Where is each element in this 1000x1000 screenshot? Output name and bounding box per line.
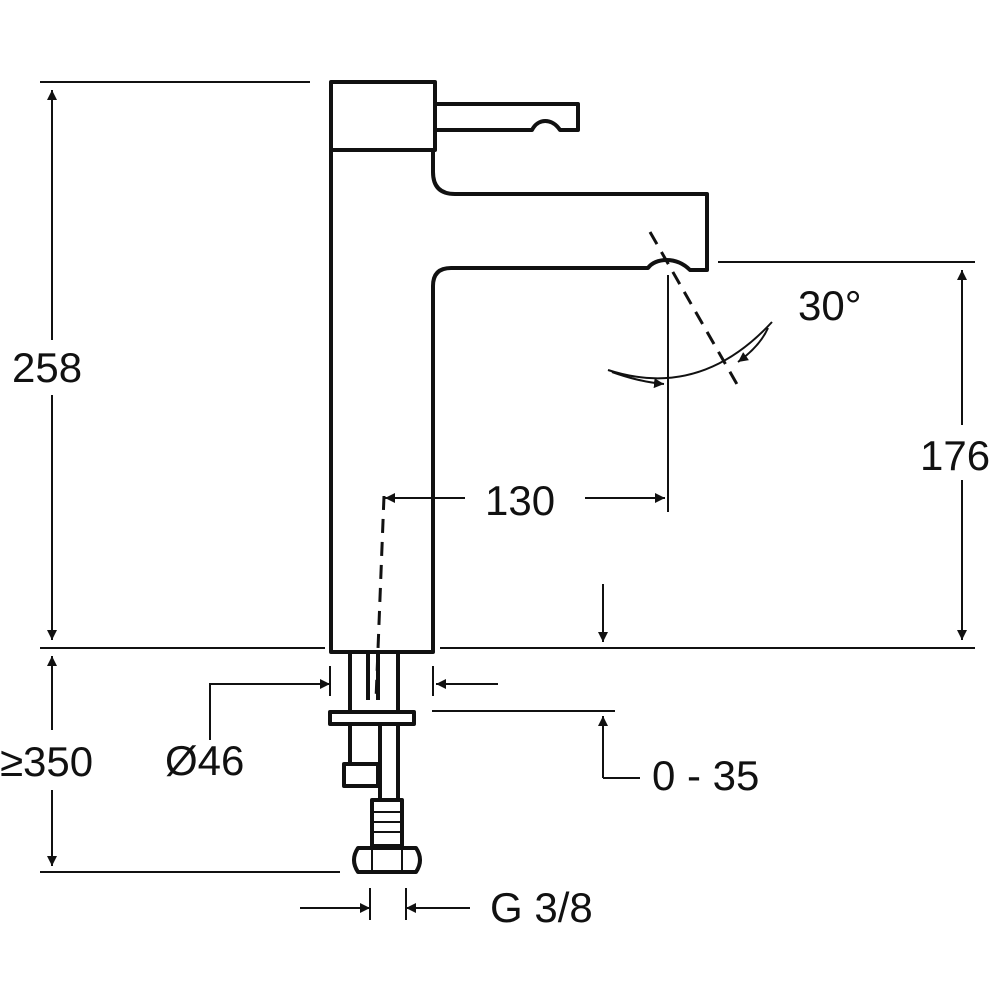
base-diameter-label: Ø46 (165, 737, 244, 784)
handle-cap (329, 80, 437, 152)
connection-label: G 3/8 (490, 884, 593, 931)
total-height-label: 258 (12, 344, 82, 391)
handle-lever (435, 102, 580, 132)
mounting-plate (328, 710, 416, 726)
spray-angle-label: 30° (798, 282, 862, 329)
faucet-body (329, 80, 709, 654)
hex-connector (352, 846, 422, 874)
below-deck-label: ≥350 (0, 738, 93, 785)
deck-thickness-label: 0 - 35 (652, 752, 759, 799)
fixing-nut (342, 762, 380, 788)
spout-reach-label: 130 (485, 477, 555, 524)
threaded-rod (348, 724, 400, 800)
body-column (329, 150, 709, 654)
dimension-lines (40, 81, 975, 920)
supply-pipes (348, 652, 400, 712)
mounting-hardware (328, 652, 422, 874)
spout-height-label: 176 (920, 432, 990, 479)
